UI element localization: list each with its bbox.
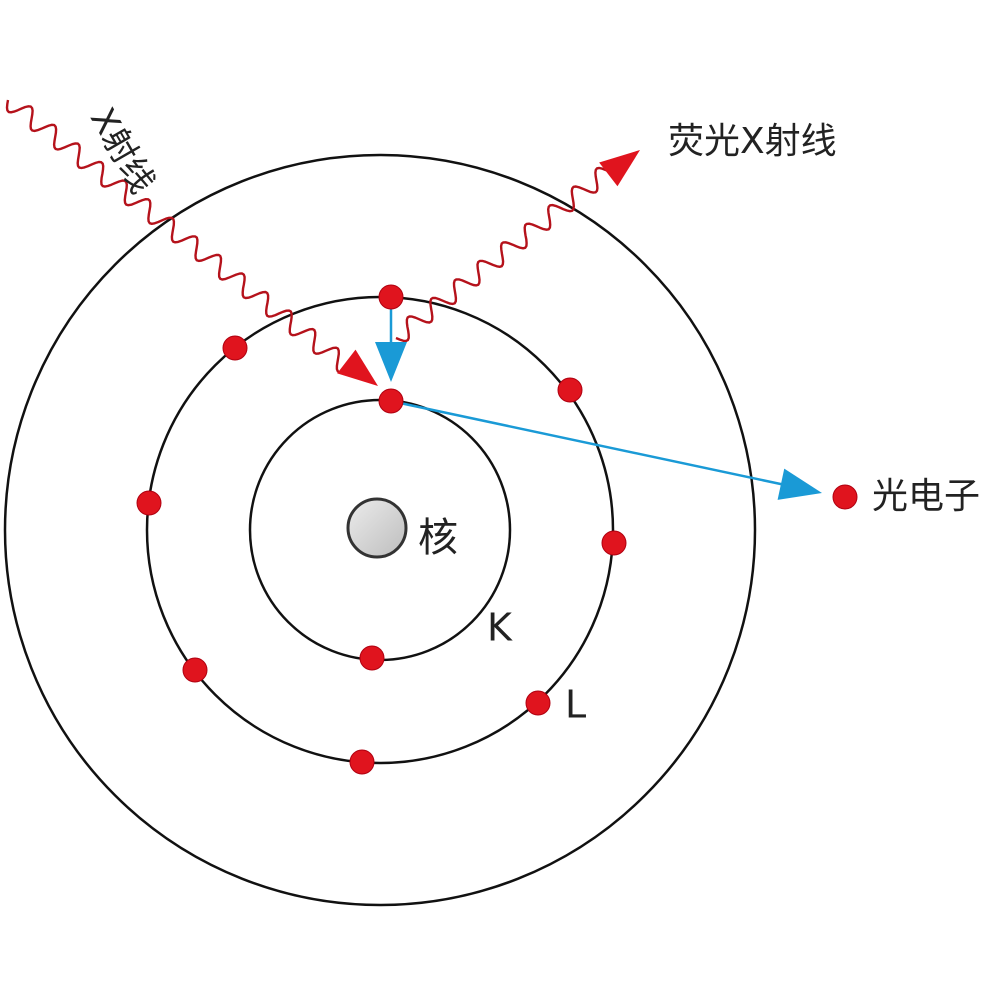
electron-k-bottom [359, 645, 385, 671]
incident-xray-arrowhead [337, 349, 378, 386]
electron-l-lower-right [525, 690, 551, 716]
electron-l-upper-right [557, 377, 583, 403]
fluorescent-xray-wave [395, 166, 617, 343]
electron-l-bottom [349, 749, 375, 775]
incident-xray-label: X射线 [82, 101, 162, 200]
electron-l-right [601, 530, 627, 556]
fluorescent-xray-arrowhead [599, 150, 640, 187]
outer-shell [3, 153, 757, 907]
photoelectron-ejection-arrowhead [777, 468, 822, 500]
nucleus [346, 497, 408, 559]
photoelectron [832, 484, 858, 510]
fluorescent-xray-label: 荧光X射线 [668, 121, 837, 162]
electron-l-upper-left [222, 335, 248, 361]
electron-l-lower-left [182, 657, 208, 683]
nucleus-label: 核 [418, 515, 458, 561]
electron-l-top [378, 284, 404, 310]
l-to-k-transition-arrowhead [375, 342, 407, 382]
electrons [136, 284, 858, 775]
electron-l-left [136, 490, 162, 516]
l-shell-label: L [565, 683, 586, 727]
photoelectron-ejection-arrow [399, 401, 791, 488]
k-shell-label: K [487, 606, 513, 650]
incident-xray-wave [5, 99, 347, 374]
electron-k-excited [378, 388, 404, 414]
photoelectron-label: 光电子 [872, 476, 980, 517]
